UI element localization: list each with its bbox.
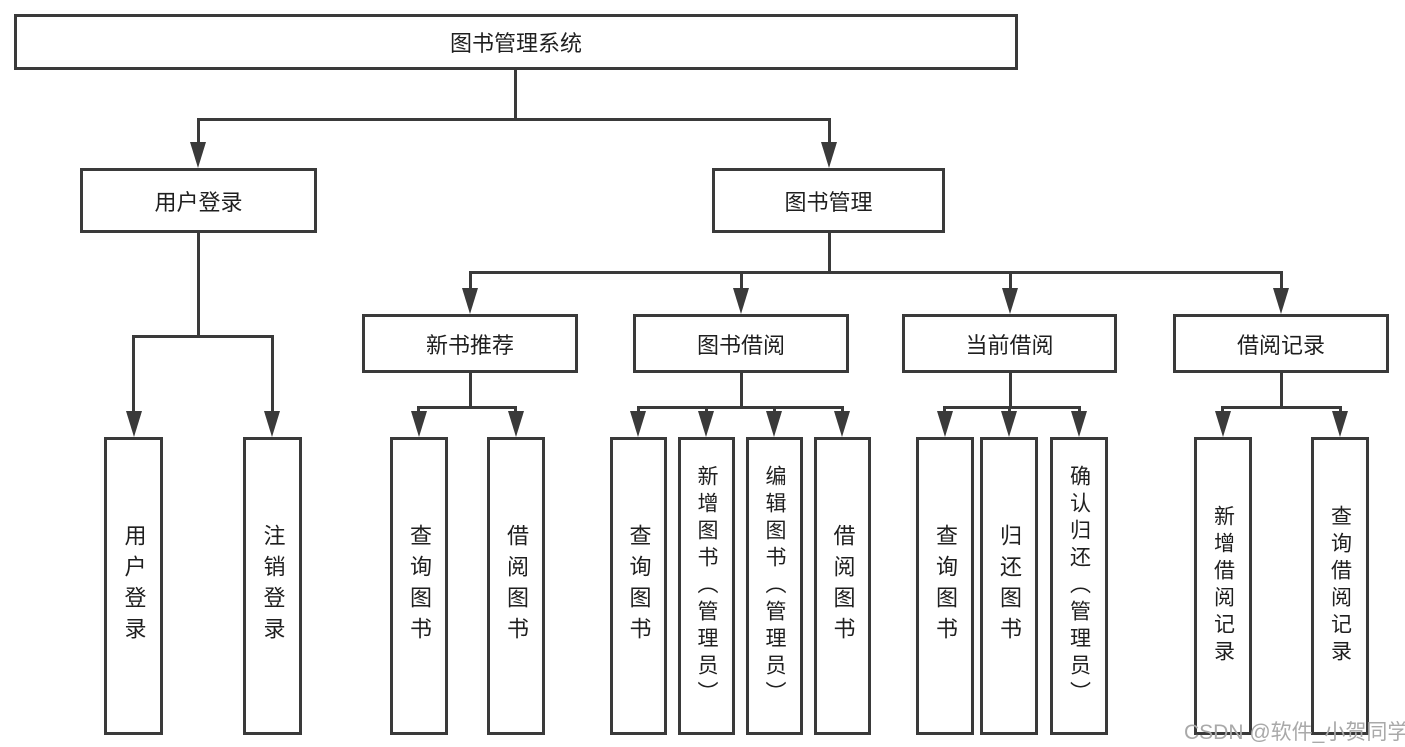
connector-book-borrow-hbar <box>637 406 844 409</box>
connector-drop-book-borrow <box>740 271 743 291</box>
connector-borrow-record-hbar <box>1221 406 1341 409</box>
arrow-to-new-book <box>462 288 478 314</box>
connector-root-stem <box>514 70 517 120</box>
connector-new-book-hbar <box>417 406 517 409</box>
arrow-to-logout-leaf <box>264 411 280 437</box>
connector-user-login-stem <box>197 233 200 337</box>
arrow-to-login-leaf <box>126 411 142 437</box>
arrow-to-leaf <box>698 411 714 437</box>
connector-drop-logout-leaf <box>271 335 274 413</box>
connector-drop-new-book <box>469 271 472 291</box>
arrow-to-leaf <box>766 411 782 437</box>
connector-book-management-hbar <box>469 271 1282 274</box>
arrow-to-leaf <box>508 411 524 437</box>
node-new-book-recommend: 新书推荐 <box>362 314 578 373</box>
connector-drop-user-login <box>197 118 200 148</box>
connector-current-borrow-hbar <box>943 406 1080 409</box>
arrow-to-leaf <box>1071 411 1087 437</box>
arrow-to-borrow-record <box>1273 288 1289 314</box>
arrow-to-leaf <box>630 411 646 437</box>
node-book-borrow: 图书借阅 <box>633 314 849 373</box>
leaf-user-login: 用户登录 <box>104 437 163 735</box>
leaf-query-book-borrow: 查询图书 <box>610 437 667 735</box>
leaf-return-book: 归还图书 <box>980 437 1038 735</box>
connector-drop-borrow-record <box>1280 271 1283 291</box>
leaf-edit-book-admin: 编辑图书（管理员） <box>746 437 803 735</box>
arrow-to-leaf <box>1215 411 1231 437</box>
leaf-add-borrow-record: 新增借阅记录 <box>1194 437 1252 735</box>
connector-user-login-hbar <box>132 335 274 338</box>
leaf-confirm-return-admin: 确认归还（管理员） <box>1050 437 1108 735</box>
arrow-to-leaf <box>834 411 850 437</box>
arrow-to-leaf <box>1332 411 1348 437</box>
leaf-add-book-admin: 新增图书（管理员） <box>678 437 735 735</box>
arrow-to-leaf <box>937 411 953 437</box>
leaf-query-book-recommend: 查询图书 <box>390 437 448 735</box>
arrow-to-user-login <box>190 142 206 168</box>
node-borrow-record: 借阅记录 <box>1173 314 1389 373</box>
connector-book-management-stem <box>828 233 831 273</box>
leaf-borrow-book-recommend: 借阅图书 <box>487 437 545 735</box>
arrow-to-leaf <box>411 411 427 437</box>
node-current-borrow: 当前借阅 <box>902 314 1117 373</box>
arrow-to-book-management <box>821 142 837 168</box>
leaf-query-borrow-record: 查询借阅记录 <box>1311 437 1369 735</box>
connector-root-hbar <box>197 118 831 121</box>
connector-drop-login-leaf <box>132 335 135 413</box>
connector-new-book-stem <box>469 373 472 408</box>
leaf-logout: 注销登录 <box>243 437 302 735</box>
node-book-management: 图书管理 <box>712 168 945 233</box>
arrow-to-current-borrow <box>1002 288 1018 314</box>
node-user-login: 用户登录 <box>80 168 317 233</box>
arrow-to-leaf <box>1001 411 1017 437</box>
csdn-watermark: CSDN @软件_小贺同学 <box>1184 721 1405 744</box>
connector-drop-book-management <box>828 118 831 148</box>
leaf-query-book-current: 查询图书 <box>916 437 974 735</box>
connector-book-borrow-stem <box>740 373 743 408</box>
connector-borrow-record-stem <box>1280 373 1283 408</box>
leaf-borrow-book: 借阅图书 <box>814 437 871 735</box>
node-library-management-system: 图书管理系统 <box>14 14 1018 70</box>
connector-current-borrow-stem <box>1009 373 1012 408</box>
arrow-to-book-borrow <box>733 288 749 314</box>
connector-drop-current-borrow <box>1009 271 1012 291</box>
